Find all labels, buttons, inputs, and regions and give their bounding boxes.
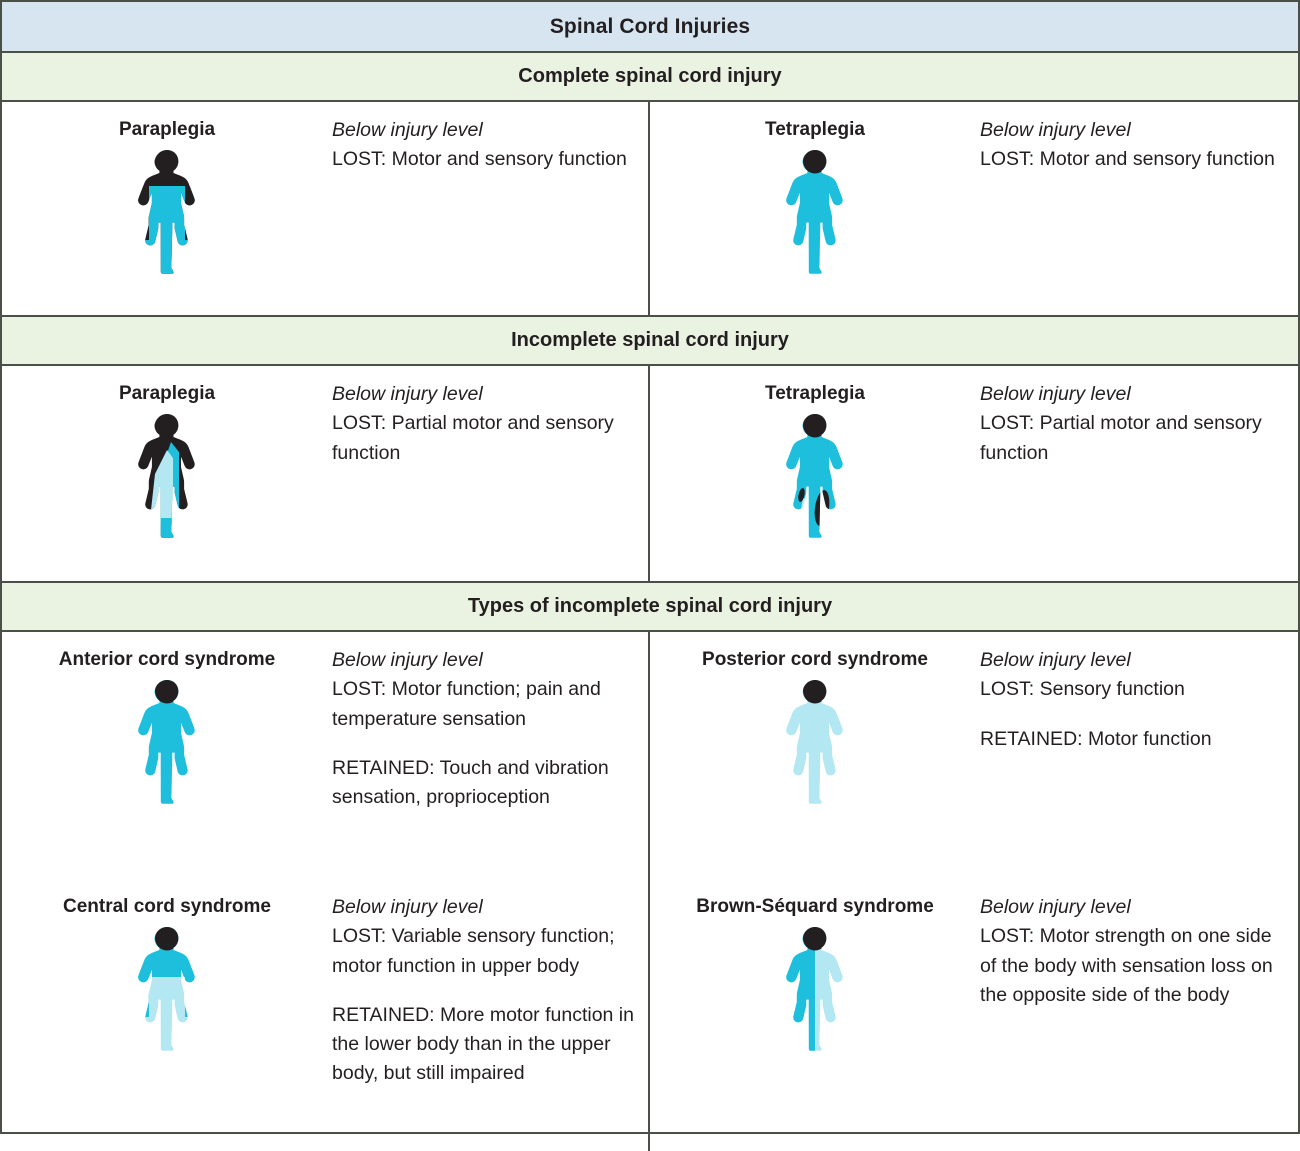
lost-text: LOST: Partial motor and sensory function xyxy=(980,412,1262,464)
posterior-cord-figure xyxy=(777,678,853,871)
lost-text: LOST: Motor and sensory function xyxy=(332,148,627,171)
table-row: Anterior cord syndrome xyxy=(2,632,1298,879)
lead-text: Below injury level xyxy=(332,649,483,671)
brown-sequard-figure xyxy=(777,925,853,1143)
section-label-complete: Complete spinal cord injury xyxy=(518,65,782,87)
figure-label: Paraplegia xyxy=(118,119,216,140)
figure-label: Anterior cord syndrome xyxy=(58,649,276,670)
figure-label: Tetraplegia xyxy=(765,383,865,404)
text-column: Below injury level LOST: Partial motor a… xyxy=(332,376,648,573)
figure-column: Paraplegia xyxy=(2,376,332,573)
text-column: Below injury level LOST: Variable sensor… xyxy=(332,889,648,1143)
lead-text: Below injury level xyxy=(980,896,1131,918)
figure-label: Tetraplegia xyxy=(765,119,865,140)
lead-text: Below injury level xyxy=(332,383,483,405)
lost-text: LOST: Motor function; pain and temperatu… xyxy=(332,678,601,730)
figure-label: Posterior cord syndrome xyxy=(702,649,928,670)
figure-label: Central cord syndrome xyxy=(63,896,271,917)
section-banner-types: Types of incomplete spinal cord injury xyxy=(2,581,1298,632)
table-row: Central cord syndrome xyxy=(2,879,1298,1151)
text-column: Below injury level LOST: Motor function;… xyxy=(332,642,648,871)
lead-text: Below injury level xyxy=(980,119,1131,141)
cell-incomplete-tetraplegia: Tetraplegia xyxy=(650,366,1298,581)
lead-text: Below injury level xyxy=(332,119,483,141)
retained-text: RETAINED: Touch and vibration sensation,… xyxy=(332,756,609,808)
lead-text: Below injury level xyxy=(980,383,1131,405)
figure-column: Brown-Séquard syndrome xyxy=(650,889,980,1143)
figure-column: Tetraplegia xyxy=(650,376,980,573)
section-banner-incomplete: Incomplete spinal cord injury xyxy=(2,315,1298,366)
table-row: Paraplegia xyxy=(2,366,1298,581)
text-column: Below injury level LOST: Sensory functio… xyxy=(980,642,1298,871)
section-label-incomplete: Incomplete spinal cord injury xyxy=(511,329,789,351)
lead-text: Below injury level xyxy=(980,649,1131,671)
retained-text: RETAINED: Motor function xyxy=(980,727,1212,750)
cell-complete-paraplegia: Paraplegia xyxy=(2,102,650,315)
figure-column: Tetraplegia xyxy=(650,112,980,307)
figure-column: Paraplegia xyxy=(2,112,332,307)
anterior-cord-figure xyxy=(129,678,205,871)
table-row: Paraplegia xyxy=(2,102,1298,315)
retained-text: RETAINED: More motor function in the low… xyxy=(332,1003,634,1085)
section-label-types: Types of incomplete spinal cord injury xyxy=(467,595,833,617)
figure-column: Posterior cord syndrome xyxy=(650,642,980,871)
cell-incomplete-paraplegia: Paraplegia xyxy=(2,366,650,581)
figure-label: Brown-Séquard syndrome xyxy=(696,896,934,917)
cell-brown-sequard: Brown-Séquard syndrome xyxy=(650,879,1298,1151)
figure-label: Paraplegia xyxy=(118,383,216,404)
text-column: Below injury level LOST: Motor and senso… xyxy=(332,112,648,307)
lost-text: LOST: Motor strength on one side of the … xyxy=(980,925,1273,1006)
lost-text: LOST: Sensory function xyxy=(980,678,1185,701)
cell-posterior-cord: Posterior cord syndrome xyxy=(650,632,1298,879)
figure-column: Central cord syndrome xyxy=(2,889,332,1143)
text-column: Below injury level LOST: Motor and senso… xyxy=(980,112,1298,307)
cell-central-cord: Central cord syndrome xyxy=(2,879,650,1151)
text-column: Below injury level LOST: Motor strength … xyxy=(980,889,1298,1143)
lead-text: Below injury level xyxy=(332,896,483,918)
cell-anterior-cord: Anterior cord syndrome xyxy=(2,632,650,879)
central-cord-figure xyxy=(129,925,205,1143)
lost-text: LOST: Partial motor and sensory function xyxy=(332,412,614,464)
table-title-banner: Spinal Cord Injuries xyxy=(2,2,1298,53)
tetraplegia-incomplete-figure xyxy=(777,412,853,573)
page-title: Spinal Cord Injuries xyxy=(549,14,751,38)
section-banner-complete: Complete spinal cord injury xyxy=(2,53,1298,102)
paraplegia-incomplete-figure xyxy=(129,412,205,573)
lost-text: LOST: Motor and sensory function xyxy=(980,148,1275,171)
cell-complete-tetraplegia: Tetraplegia xyxy=(650,102,1298,315)
tetraplegia-complete-figure xyxy=(777,148,853,307)
text-column: Below injury level LOST: Partial motor a… xyxy=(980,376,1298,573)
lost-text: LOST: Variable sensory function; motor f… xyxy=(332,925,615,977)
figure-column: Anterior cord syndrome xyxy=(2,642,332,871)
paraplegia-complete-figure xyxy=(129,148,205,307)
